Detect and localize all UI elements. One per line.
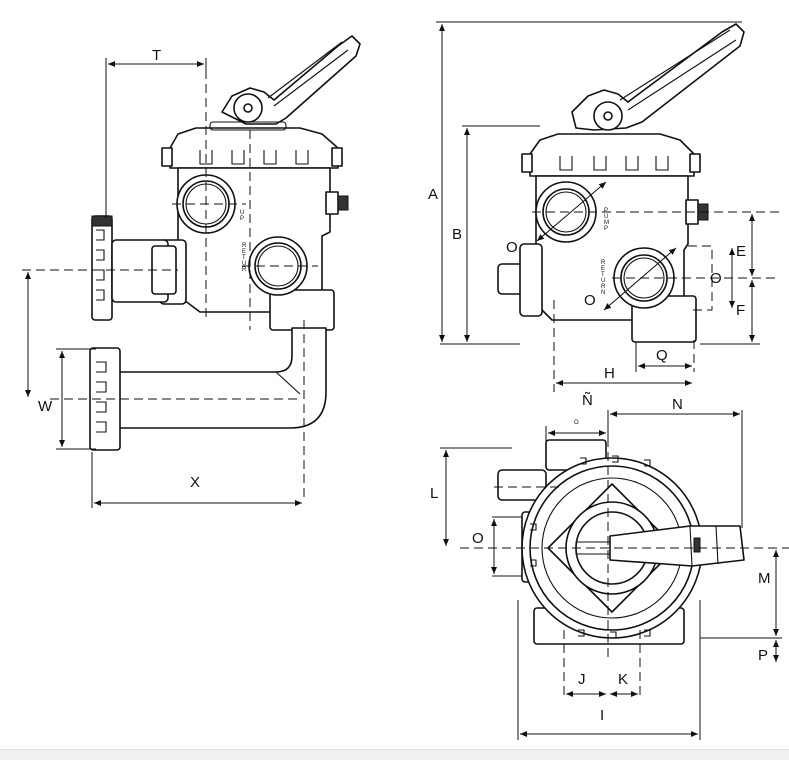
valve-handle-right <box>571 23 745 131</box>
valve-body-right <box>497 175 709 343</box>
dim-label-m: M <box>758 570 771 587</box>
dim-label-o-pump: O <box>506 239 518 256</box>
top-view: Ñ O N L O M P J K I <box>430 392 789 740</box>
valve-cover-right <box>521 133 701 177</box>
dim-label-w: W <box>38 398 53 415</box>
dim-label-e: E <box>736 243 746 260</box>
dim-label-q: Q <box>656 347 668 364</box>
dim-label-n-tilde: Ñ <box>582 392 593 409</box>
dim-label-b: B <box>452 226 462 243</box>
front-view-right: A B E F O O O H Q <box>428 21 780 392</box>
dim-label-o-return: O <box>584 292 596 309</box>
dim-label-x: X <box>190 474 200 491</box>
dim-label-p: P <box>758 647 768 664</box>
dim-label-l: L <box>430 485 438 502</box>
dim-label-n: N <box>672 396 683 413</box>
dim-label-h: H <box>604 365 615 382</box>
dim-label-a: A <box>428 186 438 203</box>
bottom-scroll-bar <box>0 749 789 760</box>
elbow-pipe <box>89 327 327 451</box>
dim-label-o-right: O <box>710 270 722 287</box>
dim-label-i: I <box>600 707 604 724</box>
valve-handle-left <box>221 35 361 125</box>
dim-label-j: J <box>578 671 586 688</box>
dim-label-k: K <box>618 671 628 688</box>
side-view-left: T W X <box>22 35 361 508</box>
dim-label-f: F <box>736 302 745 319</box>
dim-label-o-top-left: O <box>472 530 484 547</box>
dim-label-o-top: O <box>574 420 579 426</box>
valve-cover-left <box>161 121 343 169</box>
dim-label-t: T <box>152 47 161 64</box>
